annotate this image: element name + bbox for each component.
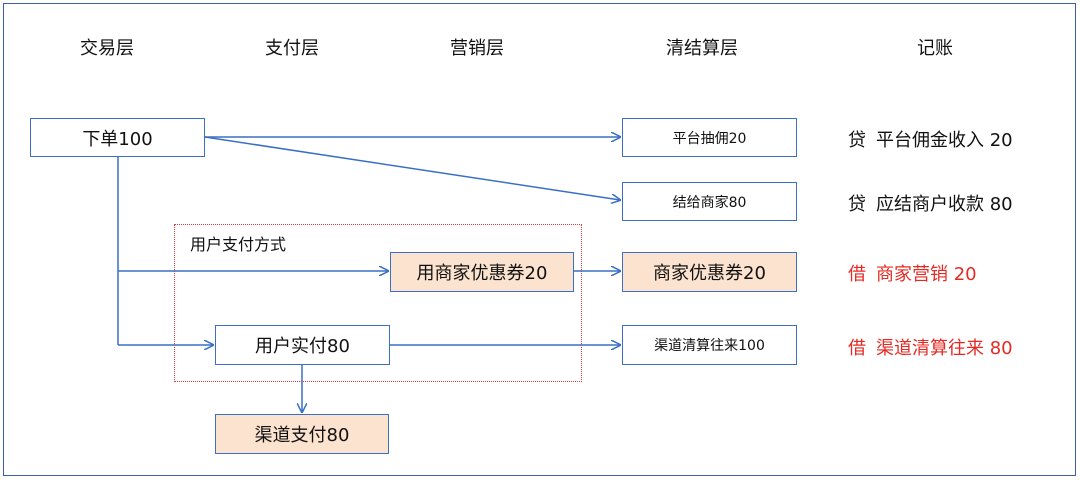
node-user-pay: 用户实付80 — [215, 325, 390, 365]
entry-text: 商家营销 20 — [876, 264, 977, 285]
entry-text: 渠道清算往来 80 — [876, 338, 1013, 359]
node-channel-pay: 渠道支付80 — [215, 414, 389, 454]
payment-method-group — [174, 224, 582, 382]
header-marketing-layer: 营销层 — [450, 38, 504, 59]
node-platform-fee: 平台抽佣20 — [622, 118, 797, 157]
entry-channel-clearing: 借渠道清算往来 80 — [848, 334, 1013, 360]
entry-direction: 借 — [848, 264, 866, 285]
header-settlement-layer: 清结算层 — [666, 38, 738, 59]
node-merchant-coupon: 用商家优惠券20 — [390, 252, 574, 292]
entry-direction: 借 — [848, 338, 866, 359]
entry-platform-commission: 贷平台佣金收入 20 — [848, 126, 1013, 152]
arrow-order-to-merchant-settle — [204, 136, 620, 200]
entry-direction: 贷 — [848, 130, 866, 151]
diagram-frame — [3, 3, 1076, 476]
node-order: 下单100 — [30, 118, 205, 157]
node-merchant-settle: 结给商家80 — [622, 182, 797, 221]
header-transaction-layer: 交易层 — [80, 38, 134, 59]
entry-direction: 贷 — [848, 194, 866, 215]
entry-text: 应结商户收款 80 — [876, 194, 1013, 215]
payment-method-group-label: 用户支付方式 — [190, 235, 287, 254]
node-coupon-clearing: 商家优惠券20 — [622, 252, 797, 292]
entry-merchant-receivable: 贷应结商户收款 80 — [848, 190, 1013, 216]
entry-text: 平台佣金收入 20 — [876, 130, 1013, 151]
node-channel-clearing: 渠道清算往来100 — [622, 325, 797, 365]
entry-merchant-marketing: 借商家营销 20 — [848, 260, 977, 286]
header-payment-layer: 支付层 — [265, 38, 319, 59]
header-accounting: 记账 — [917, 38, 953, 59]
